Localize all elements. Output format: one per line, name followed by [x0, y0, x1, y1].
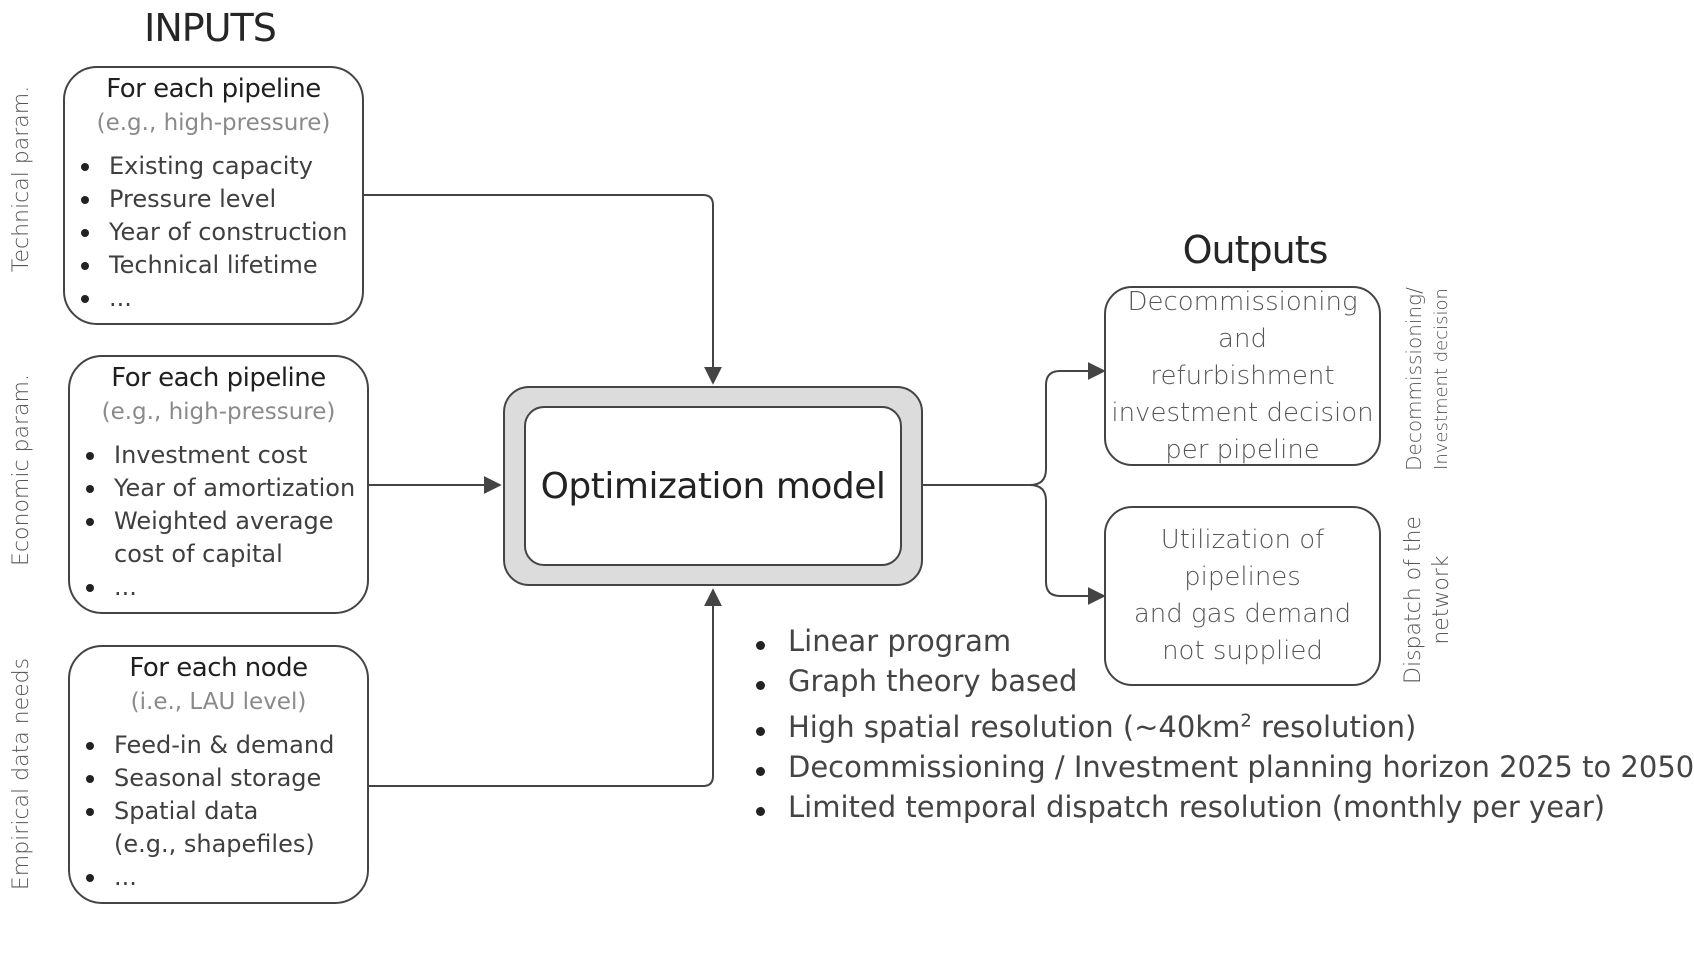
box-subtitle: (e.g., high-pressure) [96, 110, 331, 136]
list-item: ... [78, 571, 355, 604]
feature-item: Linear program [752, 624, 1011, 658]
empirical-data-list: Feed-in & demand Seasonal storage Spatia… [78, 729, 334, 894]
feature-item: Limited temporal dispatch resolution (mo… [752, 790, 1605, 824]
side-label-line: Investment decision [1431, 288, 1452, 470]
list-item: ... [78, 861, 334, 894]
model-to-utilization-arrow [1029, 484, 1106, 605]
feature-text: High spatial resolution (~40km [788, 710, 1241, 744]
output-line: not supplied [1162, 636, 1323, 666]
list-item-continuation: cost of capital [114, 540, 283, 568]
output-line: Decommissioning and [1127, 286, 1358, 354]
list-item: Investment cost [78, 439, 355, 472]
economic-params-box: For each pipeline (e.g., high-pressure) … [68, 355, 369, 614]
list-item: Year of amortization [78, 472, 355, 505]
feature-item: Decommissioning / Investment planning ho… [752, 750, 1694, 784]
technical-param-list: Existing capacity Pressure level Year of… [73, 150, 347, 315]
outputs-heading: Outputs [1182, 228, 1329, 272]
economic-param-label: Economic param. [9, 374, 34, 566]
box-subtitle: (i.e., LAU level) [130, 689, 307, 715]
empirical-to-model-arrow [369, 588, 722, 787]
dispatch-side-label: Dispatch of the network [1400, 500, 1456, 700]
optimization-model-frame: Optimization model [503, 386, 923, 586]
output-line: Utilization of pipelines [1160, 525, 1325, 592]
connector-lines [363, 194, 1106, 787]
technical-params-box: For each pipeline (e.g., high-pressure) … [63, 66, 364, 325]
box-subtitle: (e.g., high-pressure) [101, 399, 336, 425]
list-item: ... [73, 282, 347, 315]
box-title: For each pipeline [111, 363, 326, 393]
feature-item: Graph theory based [752, 664, 1077, 698]
output-line: refurbishment [1150, 360, 1335, 391]
output-line: per pipeline [1165, 434, 1320, 465]
list-item: Spatial data [78, 795, 334, 828]
side-label-line: Decommissioning/ [1402, 287, 1426, 471]
optimization-model-box: Optimization model [524, 406, 902, 566]
side-label-line: network [1429, 555, 1454, 645]
technical-to-model-arrow [363, 194, 722, 385]
economic-param-list: Investment cost Year of amortization Wei… [78, 439, 355, 604]
list-item: Feed-in & demand [78, 729, 334, 762]
list-item-continuation: (e.g., shapefiles) [114, 830, 315, 858]
inputs-heading: INPUTS [144, 6, 277, 50]
empirical-data-label: Empirical data needs [9, 657, 34, 891]
decommissioning-side-label: Decommissioning/ Investment decision [1400, 269, 1456, 489]
feature-text: resolution) [1251, 710, 1417, 744]
decommissioning-output-box: Decommissioning and refurbishment invest… [1104, 286, 1381, 466]
technical-param-label: Technical param. [9, 85, 34, 273]
list-item: Existing capacity [73, 150, 347, 183]
model-to-decommissioning-arrow [1029, 362, 1106, 486]
list-item: Pressure level [73, 183, 347, 216]
box-title: For each node [129, 653, 308, 683]
output-line: and gas demand [1133, 599, 1352, 629]
output-line: investment decision [1111, 397, 1374, 428]
side-label-line: Dispatch of the [1401, 516, 1426, 684]
optimization-model-label: Optimization model [540, 465, 886, 507]
list-item: Weighted average [78, 505, 355, 538]
utilization-output-box: Utilization of pipelines and gas demand … [1104, 506, 1381, 686]
box-title: For each pipeline [106, 74, 321, 104]
empirical-data-box: For each node (i.e., LAU level) Feed-in … [68, 645, 369, 904]
list-item: Technical lifetime [73, 249, 347, 282]
superscript: 2 [1240, 710, 1252, 732]
list-item: Seasonal storage [78, 762, 334, 795]
list-item: Year of construction [73, 216, 347, 249]
feature-item: High spatial resolution (~40km2 resoluti… [752, 710, 1416, 744]
